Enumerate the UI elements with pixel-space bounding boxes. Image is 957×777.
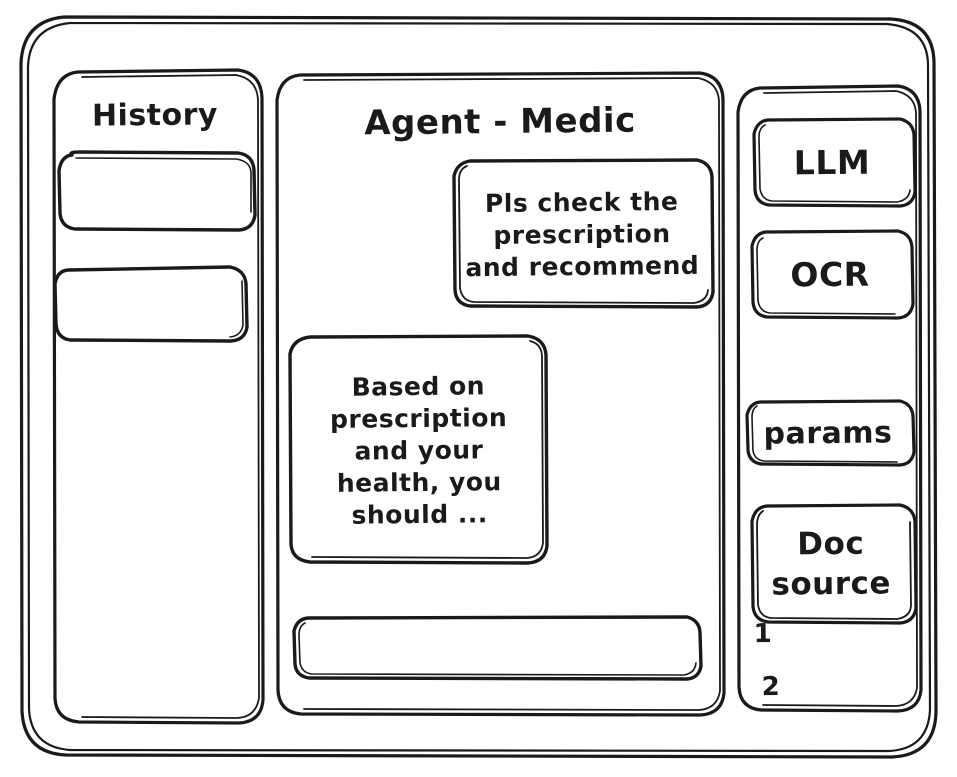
history-panel-title: History: [91, 97, 219, 134]
tool-card-llm-label[interactable]: LLM: [793, 142, 871, 183]
history-list-item[interactable]: [58, 151, 255, 231]
doc-source-ref-1[interactable]: 1: [753, 619, 773, 650]
agent-page-title: Agent - Medic: [364, 100, 636, 144]
doc-source-ref-2[interactable]: 2: [761, 672, 781, 703]
user-message-text: Pls check the prescription and recommend: [465, 186, 700, 283]
tool-card-params-label[interactable]: params: [763, 415, 893, 452]
agent-message-text: Based on prescription and your health, y…: [329, 371, 508, 530]
tool-card-doc-source-label[interactable]: Doc source: [771, 525, 892, 603]
history-list-item[interactable]: [58, 266, 245, 342]
tool-card-ocr-label[interactable]: OCR: [790, 254, 870, 295]
message-input[interactable]: [295, 617, 700, 681]
